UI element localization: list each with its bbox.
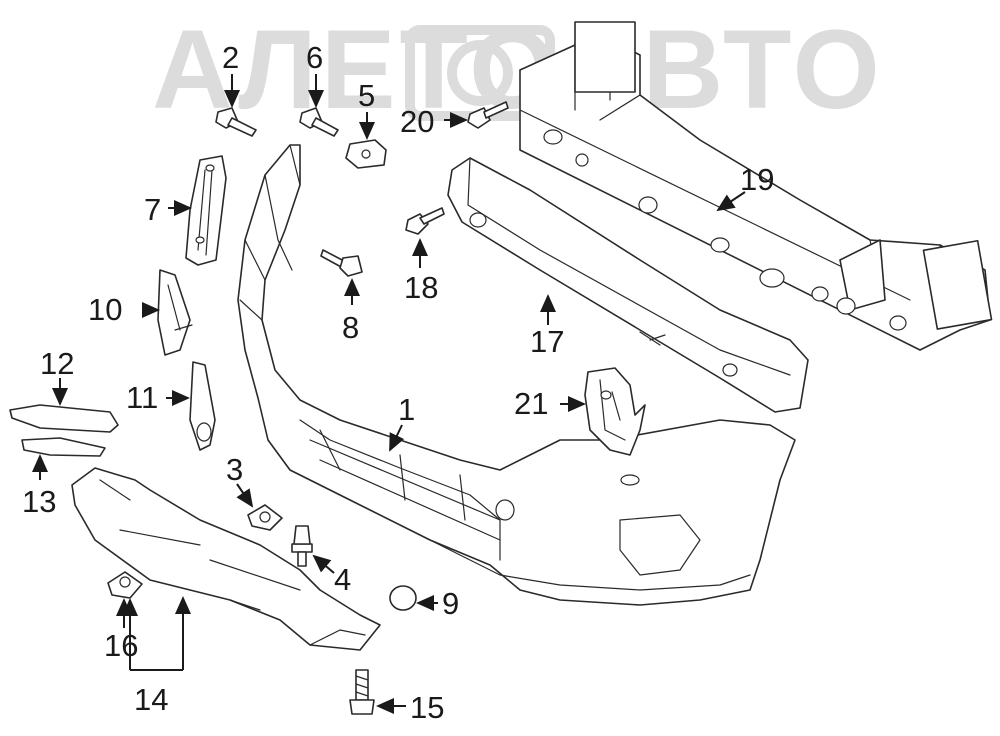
under-cover-14 <box>71 467 381 651</box>
trim-strip-12 <box>9 404 119 433</box>
bolt-6 <box>299 107 339 137</box>
bumper-cover-1 <box>237 144 796 606</box>
callout-16: 16 <box>104 628 138 663</box>
callout-1: 1 <box>398 392 415 427</box>
leader-arrows <box>32 74 746 714</box>
callout-17: 17 <box>530 324 564 359</box>
side-bracket-7 <box>185 155 227 266</box>
energy-absorber-17 <box>447 157 809 413</box>
callout-15: 15 <box>410 690 444 725</box>
callout-2: 2 <box>222 40 239 75</box>
bolt-18 <box>405 207 445 235</box>
lamp-bezel-10 <box>157 269 193 356</box>
callout-3: 3 <box>226 452 243 487</box>
callout-8: 8 <box>342 310 359 345</box>
rivet-4 <box>291 525 313 567</box>
callout-14: 14 <box>134 682 168 717</box>
callout-11: 11 <box>126 380 158 415</box>
fog-cover-11 <box>189 361 216 451</box>
grommet-9 <box>389 585 417 611</box>
bolt-15 <box>349 669 375 715</box>
callout-18: 18 <box>404 270 438 305</box>
callout-12: 12 <box>40 346 74 381</box>
bolt-20 <box>467 101 509 129</box>
trim-strip-13 <box>21 437 106 457</box>
callout-6: 6 <box>306 40 323 75</box>
callout-7: 7 <box>144 192 161 227</box>
callout-9: 9 <box>442 586 459 621</box>
clip-5 <box>345 139 387 169</box>
bolt-2 <box>215 107 257 137</box>
clip-3 <box>247 504 283 531</box>
callout-13: 13 <box>22 484 56 519</box>
clip-16 <box>107 571 143 599</box>
bracket-21 <box>584 367 646 456</box>
callout-21: 21 <box>514 386 548 421</box>
callout-10: 10 <box>88 292 122 327</box>
beam-bracket-left <box>574 21 636 93</box>
callout-4: 4 <box>334 562 351 597</box>
reinforcement-beam-19 <box>519 21 993 351</box>
callout-20: 20 <box>400 104 434 139</box>
bolt-8 <box>320 249 363 277</box>
callout-5: 5 <box>358 78 375 113</box>
callout-19: 19 <box>740 162 774 197</box>
